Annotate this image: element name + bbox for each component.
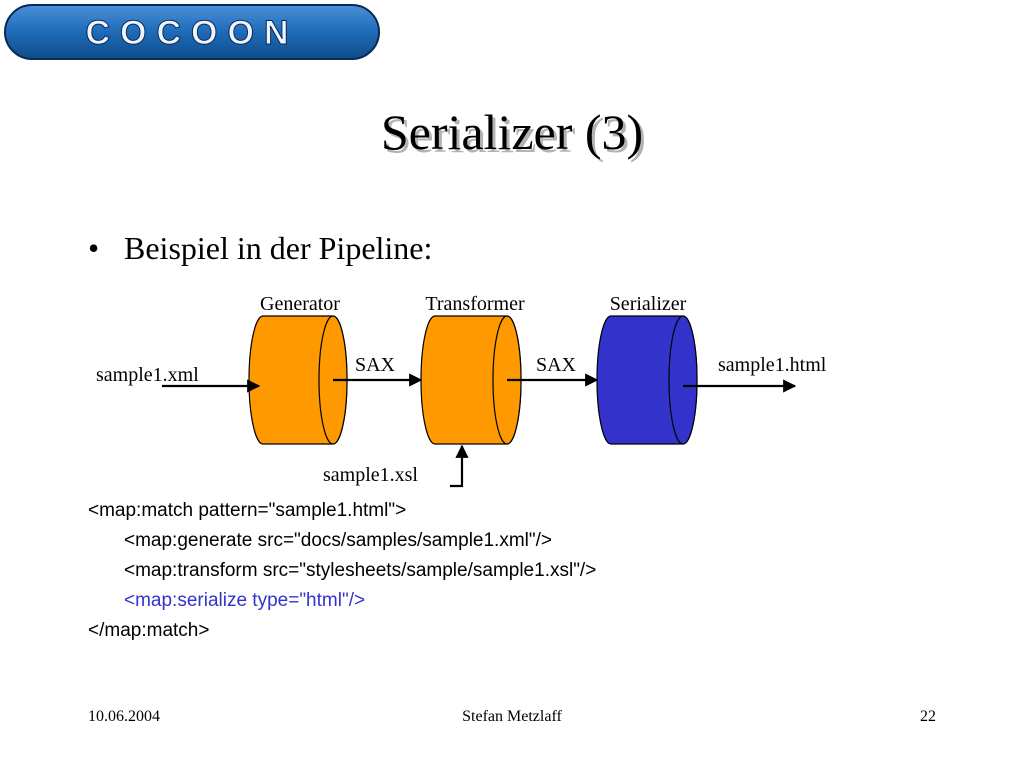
cocoon-logo: COCOON: [4, 4, 380, 60]
transformer-cylinder: [420, 315, 522, 445]
bullet-item: • Beispiel in der Pipeline:: [88, 226, 432, 270]
bullet-text: Beispiel in der Pipeline:: [124, 230, 433, 266]
footer-date: 10.06.2004: [88, 708, 160, 725]
label-serializer: Serializer: [610, 293, 687, 315]
generator-cylinder: [248, 315, 348, 445]
input-file-label: sample1.xml: [96, 364, 199, 386]
label-transformer: Transformer: [425, 293, 525, 315]
code-line-generate: <map:generate src="docs/samples/sample1.…: [124, 530, 552, 551]
sitemap-code: <map:match pattern="sample1.html"> <map:…: [88, 496, 596, 646]
label-generator: Generator: [260, 293, 340, 315]
logo-text: COCOON: [86, 14, 299, 52]
code-line-transform: <map:transform src="stylesheets/sample/s…: [124, 560, 597, 581]
bullet-dot: •: [88, 230, 100, 266]
stylesheet-file-label: sample1.xsl: [323, 464, 418, 486]
output-file-label: sample1.html: [718, 354, 827, 376]
pipeline-diagram: Generator Transformer Serializer sample1…: [96, 293, 827, 488]
footer-page-number: 22: [920, 708, 936, 725]
code-line-match-open: <map:match pattern="sample1.html">: [88, 500, 407, 521]
sax-label-1: SAX: [355, 354, 396, 376]
footer-author: Stefan Metzlaff: [462, 708, 562, 725]
slide-title: Serializer (3): [380, 104, 644, 160]
stylesheet-arrow: [450, 444, 469, 488]
code-line-serialize: <map:serialize type="html"/>: [124, 590, 366, 611]
sax-label-2: SAX: [536, 354, 577, 376]
serializer-cylinder: [596, 315, 698, 445]
code-line-match-close: </map:match>: [88, 620, 210, 641]
